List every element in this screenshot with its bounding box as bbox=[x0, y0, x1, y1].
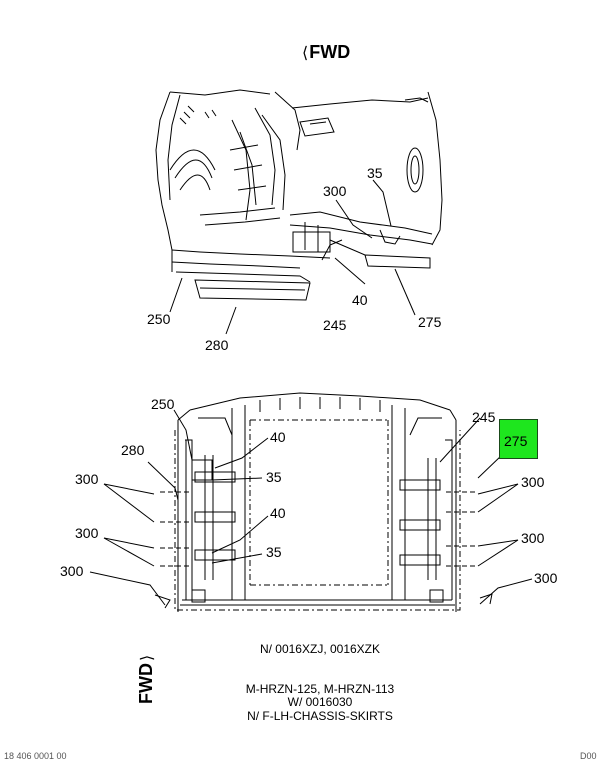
callout-35-bottom-a[interactable]: 35 bbox=[266, 469, 282, 485]
footer-doc-number: 18 406 0001 00 bbox=[4, 751, 67, 761]
callout-245-top[interactable]: 245 bbox=[323, 317, 347, 333]
forward-arrow-icon: ⟨ bbox=[302, 45, 309, 62]
callout-35-top[interactable]: 35 bbox=[367, 165, 383, 181]
note-line-2: M-HRZN-125, M-HRZN-113 bbox=[245, 682, 395, 696]
forward-direction-label-side: FWD⟩ bbox=[136, 654, 156, 704]
callout-250-top[interactable]: 250 bbox=[147, 311, 171, 327]
callout-300-right-2[interactable]: 300 bbox=[521, 530, 545, 546]
note-line-4: N/ F-LH-CHASSIS-SKIRTS bbox=[247, 709, 393, 723]
callout-275-top[interactable]: 275 bbox=[418, 314, 442, 330]
note-line-1: N/ 0016XZJ, 0016XZK bbox=[259, 642, 381, 656]
callout-300-right-3[interactable]: 300 bbox=[534, 570, 558, 586]
forward-arrow-side-icon: ⟩ bbox=[139, 654, 156, 662]
callout-40-bottom-b[interactable]: 40 bbox=[270, 505, 286, 521]
callout-40-bottom-a[interactable]: 40 bbox=[270, 429, 286, 445]
callout-40-top[interactable]: 40 bbox=[352, 292, 368, 308]
highlighted-part-275[interactable]: 275 bbox=[499, 419, 538, 459]
callout-300-left-3[interactable]: 300 bbox=[60, 563, 84, 579]
callout-35-bottom-b[interactable]: 35 bbox=[266, 544, 282, 560]
callout-245-bottom[interactable]: 245 bbox=[472, 409, 496, 425]
callout-300-top[interactable]: 300 bbox=[323, 183, 347, 199]
callout-300-right-1[interactable]: 300 bbox=[521, 474, 545, 490]
callout-300-left-1[interactable]: 300 bbox=[75, 471, 99, 487]
callout-280-bottom[interactable]: 280 bbox=[121, 442, 145, 458]
highlighted-part-275-label: 275 bbox=[504, 433, 528, 449]
callout-300-left-2[interactable]: 300 bbox=[75, 525, 99, 541]
callout-280-top[interactable]: 280 bbox=[205, 337, 229, 353]
forward-direction-label-top: ⟨FWD bbox=[302, 42, 351, 62]
callout-250-bottom[interactable]: 250 bbox=[151, 396, 175, 412]
footer-page-code: D00 bbox=[580, 751, 597, 761]
note-line-3: W/ 0016030 bbox=[287, 695, 353, 709]
